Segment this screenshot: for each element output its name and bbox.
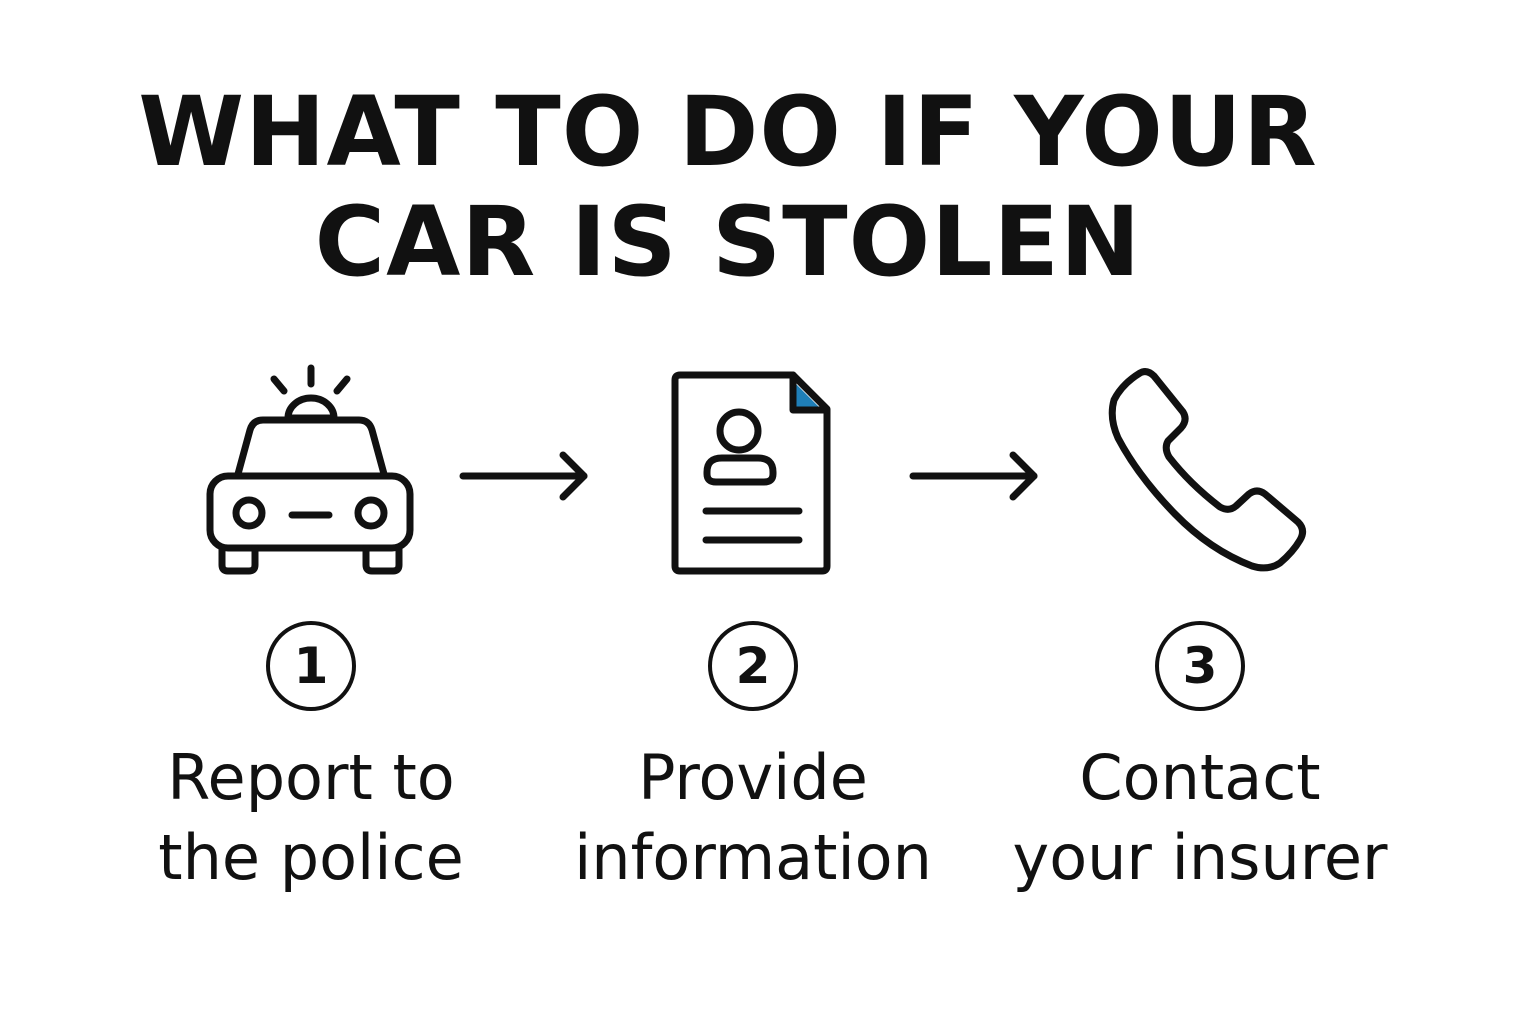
step-label-line: your insurer bbox=[1012, 821, 1388, 894]
step-number-2: 2 bbox=[708, 621, 798, 711]
step-label-line: information bbox=[574, 821, 932, 894]
phone-icon bbox=[1108, 368, 1307, 572]
step-label-3: Contact your insurer bbox=[980, 738, 1420, 898]
police-car-icon bbox=[206, 364, 414, 575]
step-label-2: Provide information bbox=[533, 738, 973, 898]
arrow-icon bbox=[909, 451, 1038, 501]
step-number-3: 3 bbox=[1155, 621, 1245, 711]
step-label-1: Report to the police bbox=[91, 738, 531, 898]
step-label-line: the police bbox=[158, 821, 464, 894]
step-label-line: Contact bbox=[1079, 741, 1321, 814]
title-line-1: WHAT TO DO IF YOUR bbox=[138, 76, 1318, 188]
arrow-icon bbox=[459, 451, 588, 501]
step-label-line: Provide bbox=[638, 741, 868, 814]
document-person-icon bbox=[671, 371, 831, 575]
step-number-1: 1 bbox=[266, 621, 356, 711]
step-label-line: Report to bbox=[167, 741, 455, 814]
title-line-2: CAR IS STOLEN bbox=[314, 186, 1142, 298]
